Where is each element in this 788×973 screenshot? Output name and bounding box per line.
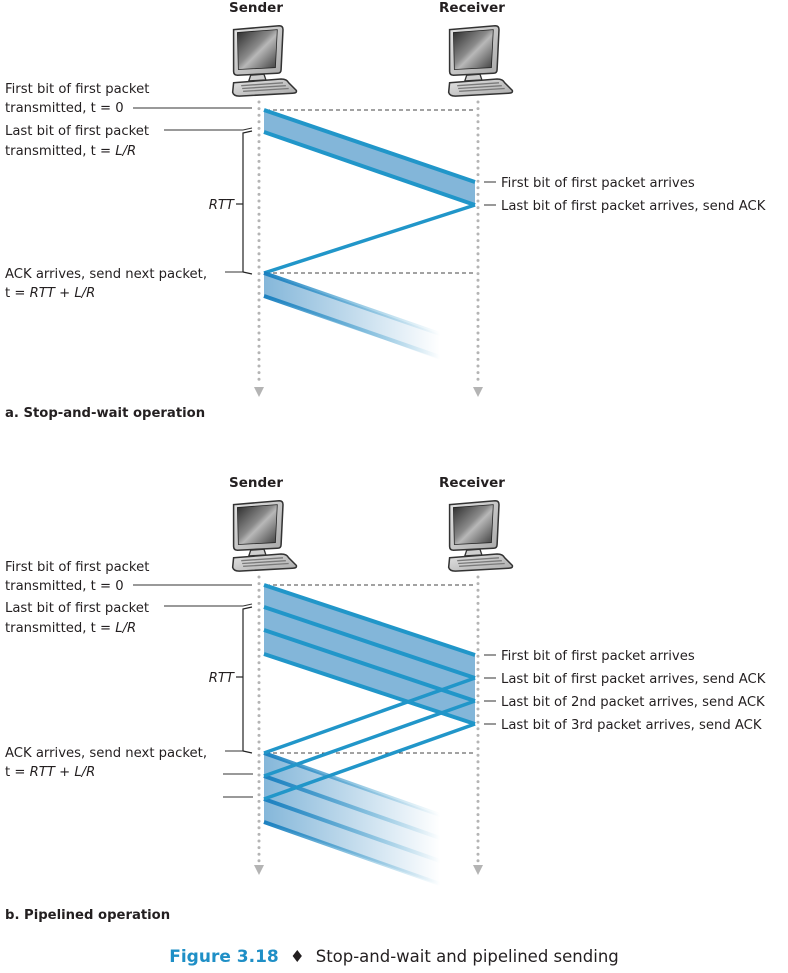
packet-1-last-bit <box>263 130 476 207</box>
ack-time-prefix: t = <box>5 286 30 301</box>
last-bit-time-prefix: transmitted, t = <box>5 621 115 636</box>
first-bit-label-line1: First bit of first packet <box>5 82 149 97</box>
packet-1-last-bit <box>263 605 476 680</box>
ack-time-prefix: t = <box>5 765 30 780</box>
ack-arrives-label-line1: ACK arrives, send next packet, <box>5 746 207 761</box>
last-bit-label-line2: transmitted, t = L/R <box>5 144 136 159</box>
panel-a-stop-and-wait: Sender Receiver First bit of first packe… <box>5 0 766 421</box>
next-packet-first-bit <box>263 271 441 336</box>
ack-time-value: RTT + L/R <box>30 765 96 780</box>
last-bit-label-line2: transmitted, t = L/R <box>5 621 136 636</box>
next-packet-band <box>264 273 440 360</box>
rtt-bracket <box>242 130 253 275</box>
last-bit-time-value: L/R <box>115 144 136 159</box>
next-packets-band <box>264 753 440 885</box>
sender-computer-icon <box>231 25 298 97</box>
receiver-computer-icon <box>447 500 514 572</box>
packet-1-first-bit <box>263 583 476 657</box>
receiver-label-last-bit-3-arrives: Last bit of 3rd packet arrives, send ACK <box>501 718 762 733</box>
rtt-label: RTT <box>209 198 235 213</box>
sender-timeline-arrow-icon <box>254 387 264 397</box>
first-bit-label-line1: First bit of first packet <box>5 560 149 575</box>
receiver-computer-icon <box>447 25 514 97</box>
ack-1 <box>263 203 476 275</box>
ack-arrives-label-line2: t = RTT + L/R <box>5 765 95 780</box>
panel-b-pipelined: Sender Receiver First bit of first packe… <box>5 475 766 923</box>
sender-computer-icon <box>231 500 298 572</box>
sender-timeline-arrow-icon <box>254 865 264 875</box>
ack-3 <box>263 722 476 801</box>
last-bit-time-value: L/R <box>115 621 136 636</box>
next-packet-edge-2 <box>263 774 441 840</box>
receiver-label-first-bit-arrives: First bit of first packet arrives <box>501 176 695 191</box>
figure-caption: Figure 3.18 ♦ Stop-and-wait and pipeline… <box>169 947 619 967</box>
last-bit-time-prefix: transmitted, t = <box>5 144 115 159</box>
next-packet-edge-1 <box>263 751 441 817</box>
packets-1-3-band <box>264 585 475 724</box>
receiver-timeline-arrow-icon <box>473 387 483 397</box>
last-bit-label-line1: Last bit of first packet <box>5 601 149 616</box>
receiver-header: Receiver <box>439 0 505 16</box>
next-packet-edge-3 <box>263 797 441 863</box>
next-packet-last-bit <box>263 294 441 359</box>
receiver-header: Receiver <box>439 475 505 491</box>
receiver-label-last-bit-2-arrives: Last bit of 2nd packet arrives, send ACK <box>501 695 765 710</box>
sender-header: Sender <box>229 475 283 491</box>
figure-separator-icon: ♦ <box>290 947 305 966</box>
last-bit-label-line1: Last bit of first packet <box>5 124 149 139</box>
figure-number: Figure 3.18 <box>169 947 279 967</box>
receiver-label-first-bit-arrives: First bit of first packet arrives <box>501 649 695 664</box>
figure-title: Stop-and-wait and pipelined sending <box>316 947 619 966</box>
packet-1-first-bit <box>263 108 476 184</box>
rtt-bracket <box>242 606 253 754</box>
next-packet-edge-4 <box>263 820 441 886</box>
packet-1-band <box>264 110 475 205</box>
ack-1 <box>263 676 476 755</box>
receiver-label-last-bit-arrives: Last bit of first packet arrives, send A… <box>501 199 766 214</box>
ack-arrives-label-line1: ACK arrives, send next packet, <box>5 267 207 282</box>
first-bit-label-line2: transmitted, t = 0 <box>5 579 124 594</box>
sender-header: Sender <box>229 0 283 16</box>
first-bit-label-line2: transmitted, t = 0 <box>5 101 124 116</box>
panel-a-caption: a. Stop-and-wait operation <box>5 406 205 421</box>
receiver-timeline-arrow-icon <box>473 865 483 875</box>
receiver-label-last-bit-1-arrives: Last bit of first packet arrives, send A… <box>501 672 766 687</box>
ack-time-value: RTT + L/R <box>30 286 96 301</box>
panel-b-caption: b. Pipelined operation <box>5 908 170 923</box>
ack-arrives-label-line2: t = RTT + L/R <box>5 286 95 301</box>
rtt-label: RTT <box>209 671 235 686</box>
ack-2 <box>263 699 476 778</box>
